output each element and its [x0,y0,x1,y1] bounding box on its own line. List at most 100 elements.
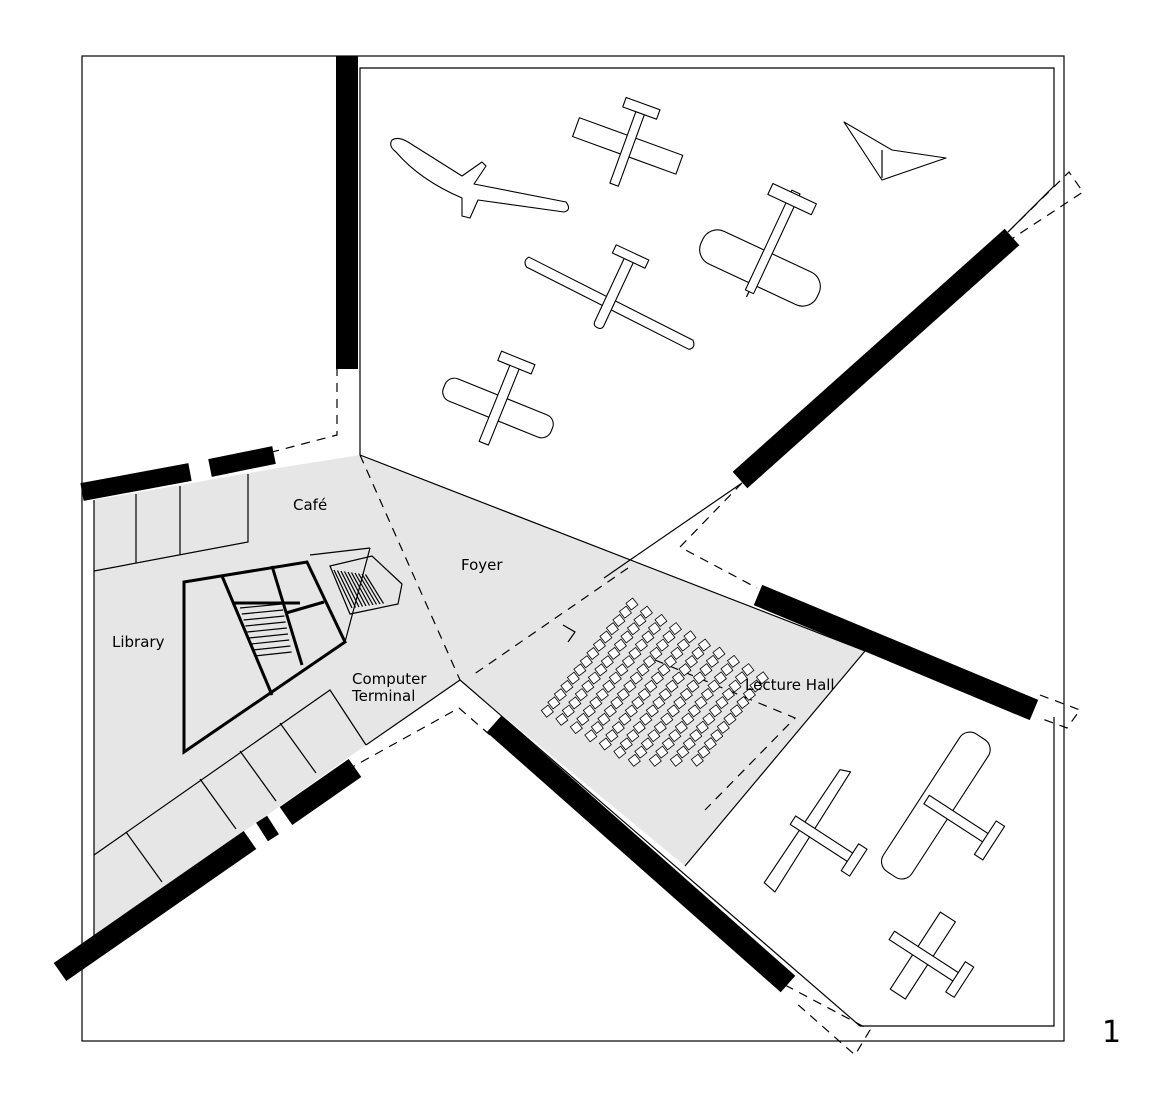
stair-tread [354,572,374,606]
wall-southwest-a [53,830,257,982]
seat [555,712,569,726]
seat [686,679,700,693]
seat [599,630,613,644]
seat [713,671,727,685]
stair-tread [364,574,385,604]
seat [720,663,734,677]
seat [619,737,633,751]
wall-southwest-b [256,815,279,842]
seat [692,671,706,685]
seat [742,687,756,701]
seat [632,720,646,734]
seat [602,679,616,693]
seating-row-icon [540,597,639,718]
seat [634,745,648,759]
seat [707,679,721,693]
seat [618,712,632,726]
seat [592,638,606,652]
seat [668,729,682,743]
wall-southwest-c [279,758,362,826]
seat [670,646,684,660]
seat [579,655,593,669]
seat [636,663,650,677]
seat [653,720,667,734]
seat [650,671,664,685]
seat [694,696,708,710]
seat [741,663,755,677]
seat [755,671,769,685]
seating-row-icon [690,671,769,767]
seat [566,671,580,685]
seat [660,712,674,726]
stair-tread [336,570,357,608]
stair-tread [241,609,284,615]
seat [663,654,677,669]
seat [573,663,587,677]
aircraft-exhibit-icon [572,96,684,187]
seat [647,622,661,636]
seat [726,654,740,668]
stair-tread [347,571,367,607]
seat [657,663,671,677]
seat [674,720,688,734]
seat [736,695,750,710]
seat [654,613,668,627]
building-outline [81,55,1065,1042]
aircraft-exhibit-icon [699,182,821,307]
seat [690,753,704,767]
seat [676,638,690,652]
seat [600,655,614,669]
aircraft-exhibits [390,96,1006,1000]
seat [631,696,645,710]
seating-row-icon [569,613,668,735]
seat [589,696,603,710]
seat [547,696,561,710]
seat [721,687,735,701]
seat [676,745,690,759]
seat [590,720,604,735]
seat [628,646,642,660]
seat [611,720,625,735]
aircraft-exhibit-icon [390,137,570,219]
seating-row-icon [598,630,697,751]
room-label-computer-terminal-line1: Computer [352,670,427,688]
seat [695,720,709,734]
structural-walls [53,56,1039,993]
seat [647,729,661,743]
seat [655,638,669,652]
stair-tread [343,571,364,607]
stair-tread [248,633,289,639]
stair-tread [247,627,287,633]
seat [610,696,624,710]
seat [697,745,711,759]
stair-tread [340,570,360,608]
wall-southeast [486,715,796,993]
seat [587,671,601,685]
seat [568,696,582,710]
seat [574,688,588,702]
seat [629,671,643,685]
seat [642,655,656,669]
stair-tread [357,573,378,605]
seating-row-icon [648,654,740,767]
seat [705,654,719,668]
seat [662,630,676,644]
wall-northeast [732,228,1020,489]
seat [553,688,567,702]
lecture-hall-seating [540,597,769,767]
room-label-foyer: Foyer [461,556,503,574]
seating-row-icon [584,622,682,743]
seat [603,704,617,718]
seat [689,728,703,743]
stair-tread [333,569,353,609]
wall-east [753,584,1039,721]
seat [697,638,711,652]
seat [712,646,726,660]
seat [540,704,554,718]
seating-row-icon [613,638,711,759]
seat [581,679,595,693]
seat [679,687,693,701]
seat [640,737,654,751]
room-label-cafe: Café [293,496,327,514]
seat [702,712,716,726]
